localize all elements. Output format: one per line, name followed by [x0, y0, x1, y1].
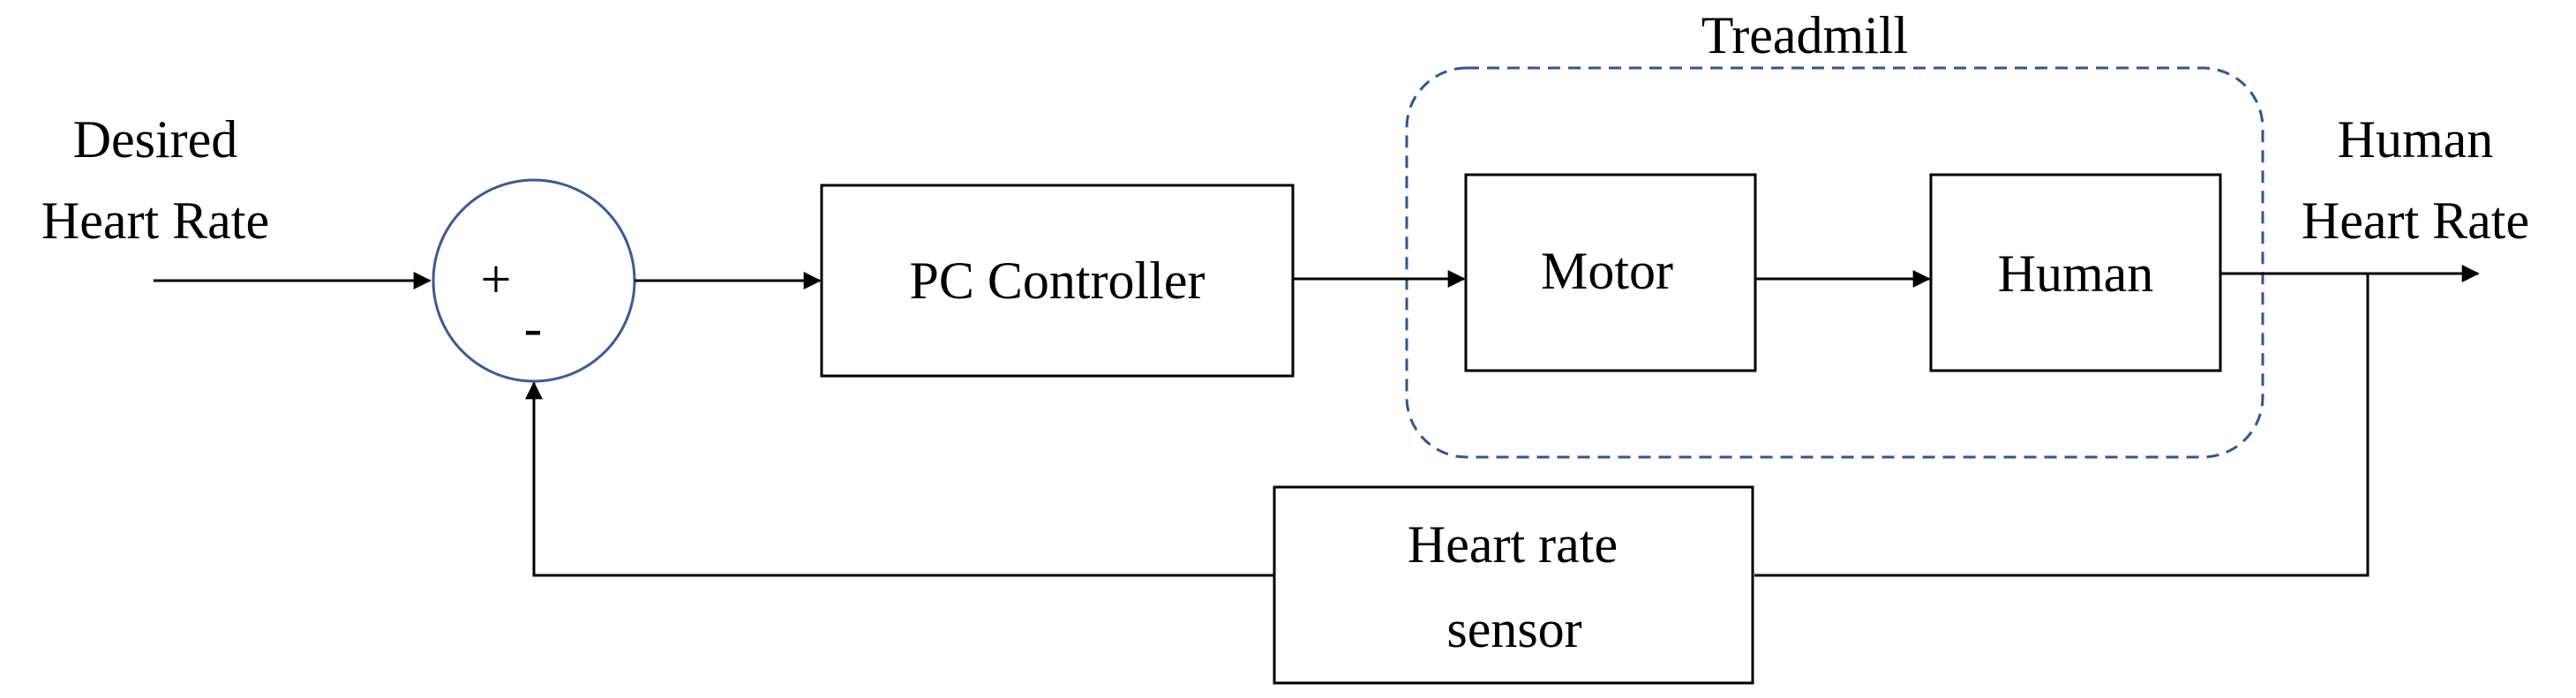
sensor-label-line2: sensor	[1446, 600, 1581, 658]
feedback-arrow-to-junction	[525, 381, 1274, 577]
sensor-label-line1: Heart rate	[1408, 515, 1618, 574]
output-label-line2: Heart Rate	[2302, 191, 2529, 250]
feedback-right-segment	[1754, 274, 2369, 577]
input-label-line1: Desired	[73, 110, 238, 169]
human-label: Human	[1998, 244, 2154, 303]
summing-minus-sign: -	[524, 298, 543, 358]
output-label-line1: Human	[2338, 110, 2494, 169]
treadmill-group-border	[1405, 66, 2264, 459]
input-label-line2: Heart Rate	[41, 191, 269, 250]
heart-rate-sensor-block	[1273, 485, 1754, 685]
pc-controller-block	[820, 184, 1295, 378]
summing-plus-sign: +	[481, 250, 512, 310]
motor-block	[1464, 173, 1757, 372]
motor-label: Motor	[1541, 242, 1673, 300]
treadmill-group-title: Treadmill	[1701, 6, 1908, 64]
pc-controller-label: PC Controller	[909, 251, 1205, 310]
human-block	[1929, 173, 2222, 372]
